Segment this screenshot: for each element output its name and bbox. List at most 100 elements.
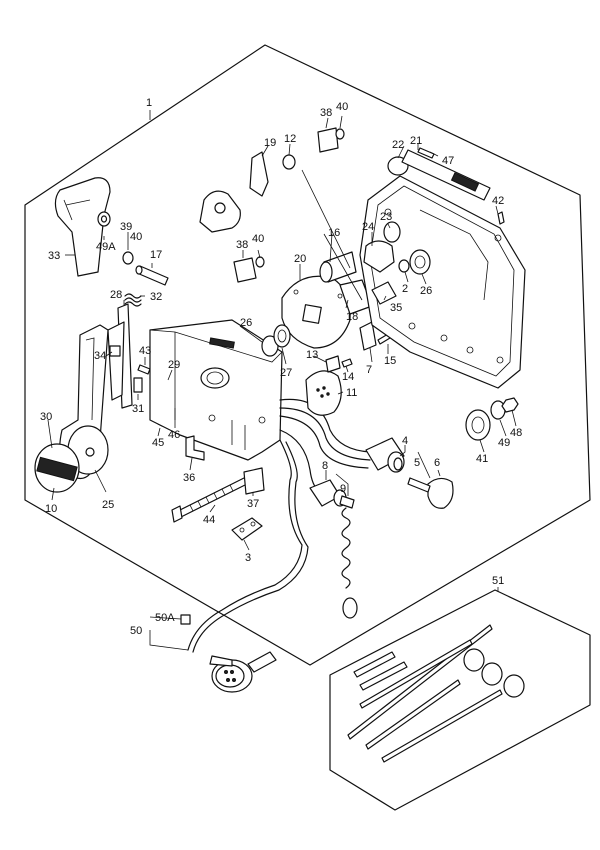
- emblem-cap: [34, 443, 80, 493]
- callout-labels: 1 2 3 4 5 6 7 8 9 10 11 12 13 14 15 16 1…: [40, 97, 522, 637]
- callout-49a: 49A: [96, 241, 116, 253]
- callout-32: 32: [150, 291, 162, 303]
- kit-boundary: [329, 589, 591, 811]
- pin: [135, 265, 169, 286]
- seal-26-right: [409, 249, 431, 275]
- callout-43: 43: [139, 345, 151, 357]
- callout-40-top: 40: [336, 101, 348, 113]
- callout-48: 48: [510, 427, 522, 439]
- callout-25: 25: [102, 499, 114, 511]
- callout-37: 37: [247, 498, 259, 510]
- clip-50a: [180, 614, 191, 625]
- callout-40-left: 40: [130, 231, 142, 243]
- callout-1: 1: [146, 97, 152, 109]
- callout-35: 35: [390, 302, 402, 314]
- screw-47: [417, 147, 435, 159]
- screw-43: [137, 364, 151, 375]
- bolt-34: [109, 345, 121, 357]
- wire-harness-3: [279, 415, 369, 469]
- leader-lines: [47, 110, 517, 651]
- washer-40: [122, 251, 134, 265]
- washer-2: [398, 259, 410, 273]
- spring: [124, 293, 142, 307]
- handle-grip: [54, 177, 111, 277]
- callout-33: 33: [48, 250, 60, 262]
- callout-14: 14: [342, 371, 354, 383]
- callout-31: 31: [132, 403, 144, 415]
- callout-30: 30: [40, 411, 52, 423]
- screw-14: [341, 358, 353, 368]
- ignition-key: [407, 477, 454, 509]
- callout-51: 51: [492, 575, 504, 587]
- bushing-41-inner: [471, 416, 485, 434]
- lanyard-cord: [341, 507, 351, 589]
- callout-24: 24: [362, 221, 374, 233]
- throttle-arm: [199, 190, 241, 233]
- side-cover: [359, 175, 526, 389]
- callout-20: 20: [294, 253, 306, 265]
- nut-48: [501, 397, 519, 413]
- callout-27: 27: [280, 367, 292, 379]
- shaft-16: [319, 251, 357, 283]
- callout-46: 46: [168, 429, 180, 441]
- callout-10: 10: [45, 503, 57, 515]
- clip-31: [133, 377, 143, 393]
- washer-49a-hole: [100, 215, 108, 223]
- plate-3: [231, 517, 263, 541]
- callout-50: 50: [130, 625, 142, 637]
- bracket-13: [325, 355, 341, 373]
- ignition-switch: [365, 437, 405, 473]
- stop-switch: [309, 479, 355, 509]
- callout-4: 4: [402, 435, 408, 447]
- callout-47: 47: [442, 155, 454, 167]
- bracket-38-top: [317, 127, 339, 153]
- callout-7: 7: [366, 364, 372, 376]
- wire-harness-1: [279, 398, 371, 453]
- lanyard-clip: [342, 597, 358, 619]
- remote-control-housing: [149, 319, 283, 461]
- harness-connector: [209, 651, 277, 693]
- wire-harness-2: [279, 407, 371, 461]
- callout-5: 5: [414, 457, 420, 469]
- kit-rods: [347, 624, 503, 763]
- neutral-lock-lever: [107, 303, 133, 409]
- main-cable-outer: [192, 441, 309, 653]
- callout-26-right: 26: [420, 285, 432, 297]
- callout-34: 34: [94, 350, 106, 362]
- callout-9: 9: [340, 483, 346, 495]
- main-cable: [187, 439, 303, 651]
- callout-38-top: 38: [320, 107, 332, 119]
- callout-13: 13: [306, 349, 318, 361]
- terminal-7: [359, 321, 377, 351]
- spacer-21: [401, 149, 491, 201]
- callout-2: 2: [402, 283, 408, 295]
- callout-28: 28: [110, 289, 122, 301]
- callout-11: 11: [346, 387, 357, 399]
- bracket-36: [185, 435, 205, 461]
- callout-44: 44: [203, 514, 215, 526]
- callout-3: 3: [245, 552, 251, 564]
- callout-23: 23: [380, 211, 392, 223]
- seal-27-inner: [277, 329, 287, 343]
- callout-6: 6: [434, 457, 440, 469]
- seal-26-right-inner: [414, 255, 426, 269]
- assembly-boundary: [24, 44, 591, 666]
- callout-8: 8: [322, 460, 328, 472]
- bracket-35: [371, 281, 397, 305]
- callout-50a: 50A: [155, 612, 175, 624]
- buzzer: [305, 370, 342, 416]
- callout-29: 29: [168, 359, 180, 371]
- callout-41: 41: [476, 453, 488, 465]
- washer-40-mid: [255, 256, 265, 268]
- cam-24: [363, 240, 395, 273]
- cam-plate: [281, 275, 351, 349]
- callout-17: 17: [150, 249, 162, 261]
- bracket-38-mid: [233, 257, 257, 283]
- bushing-37: [243, 467, 265, 495]
- washer-12: [282, 154, 296, 170]
- callout-16: 16: [328, 227, 340, 239]
- callout-21: 21: [410, 135, 422, 147]
- callout-18: 18: [346, 311, 358, 323]
